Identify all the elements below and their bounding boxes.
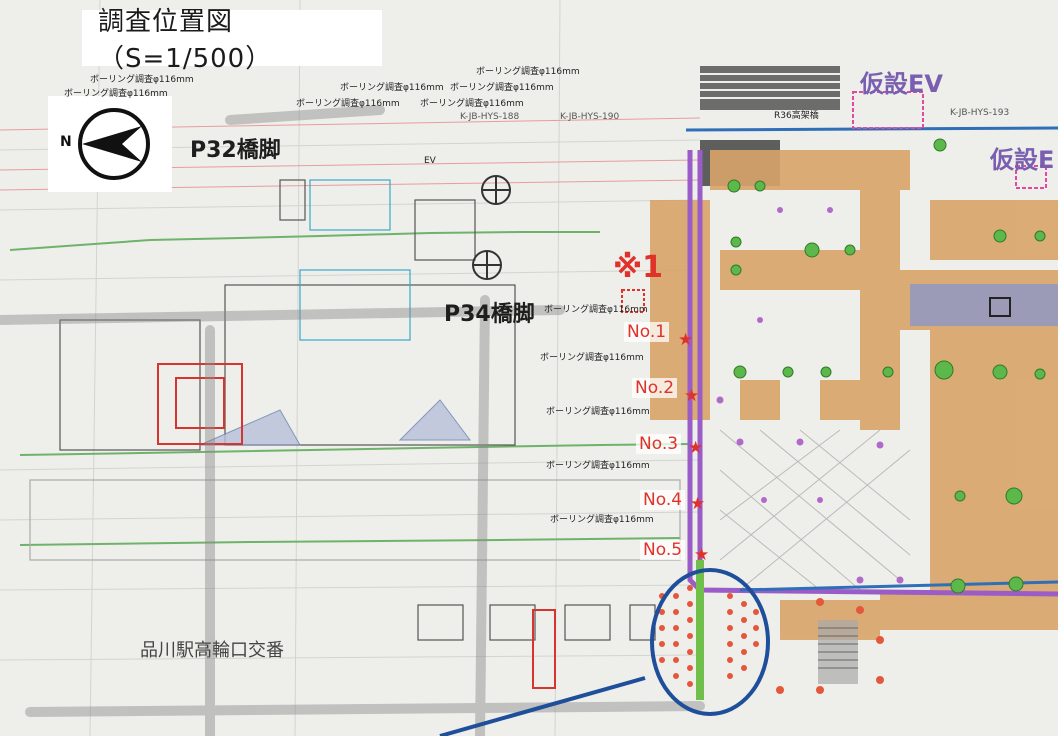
star-icon: ★ <box>688 438 704 458</box>
page-title: 調査位置図（S=1/500） <box>98 7 273 74</box>
temp-ev-label-2: 仮設E <box>990 146 1055 174</box>
ev-box-label: EV <box>424 156 436 166</box>
title-box: 調査位置図（S=1/500） <box>82 7 382 74</box>
survey-point-label: No.5 <box>640 540 686 560</box>
boring-label: ボーリング調査φ116mm <box>340 83 444 93</box>
boring-label: ボーリング調査φ116mm <box>476 67 580 77</box>
boring-label: ボーリング調査φ116mm <box>450 83 554 93</box>
code-label: K-JB-HYS-190 <box>560 112 620 122</box>
boring-label: ボーリング調査φ116mm <box>540 353 644 363</box>
survey-point-label: No.3 <box>636 434 682 454</box>
star-icon: ★ <box>678 330 694 350</box>
code-label: K-JB-HYS-193 <box>950 108 1010 118</box>
star-icon: ★ <box>694 545 710 565</box>
north-letter: N <box>60 134 72 150</box>
survey-point-label: No.2 <box>632 378 678 398</box>
star-icon: ★ <box>684 386 700 406</box>
boring-label: ボーリング調査φ116mm <box>296 99 400 109</box>
koban-label: 品川駅高輪口交番 <box>140 640 284 661</box>
boring-label: ボーリング調査φ116mm <box>420 99 524 109</box>
pier-p34-label: P34橋脚 <box>444 302 535 327</box>
pier-p32-label: P32橋脚 <box>190 138 281 163</box>
boring-label: ボーリング調査φ116mm <box>90 75 194 85</box>
north-arrow-icon <box>78 108 150 180</box>
compass-box: N <box>48 96 172 192</box>
star-icon: ★ <box>690 494 706 514</box>
boring-label: ボーリング調査φ116mm <box>64 89 168 99</box>
boring-label: ボーリング調査φ116mm <box>550 515 654 525</box>
survey-point-label: No.1 <box>624 322 670 342</box>
boring-label: ボーリング調査φ116mm <box>546 461 650 471</box>
note-1-marker: ※1 <box>613 250 664 285</box>
survey-point-label: No.4 <box>640 490 686 510</box>
r36-label: R36高架橋 <box>774 111 819 121</box>
temp-ev-label: 仮設EV <box>860 70 943 98</box>
code-label: K-JB-HYS-188 <box>460 112 520 122</box>
boring-label: ボーリング調査φ116mm <box>544 305 648 315</box>
boring-label: ボーリング調査φ116mm <box>546 407 650 417</box>
